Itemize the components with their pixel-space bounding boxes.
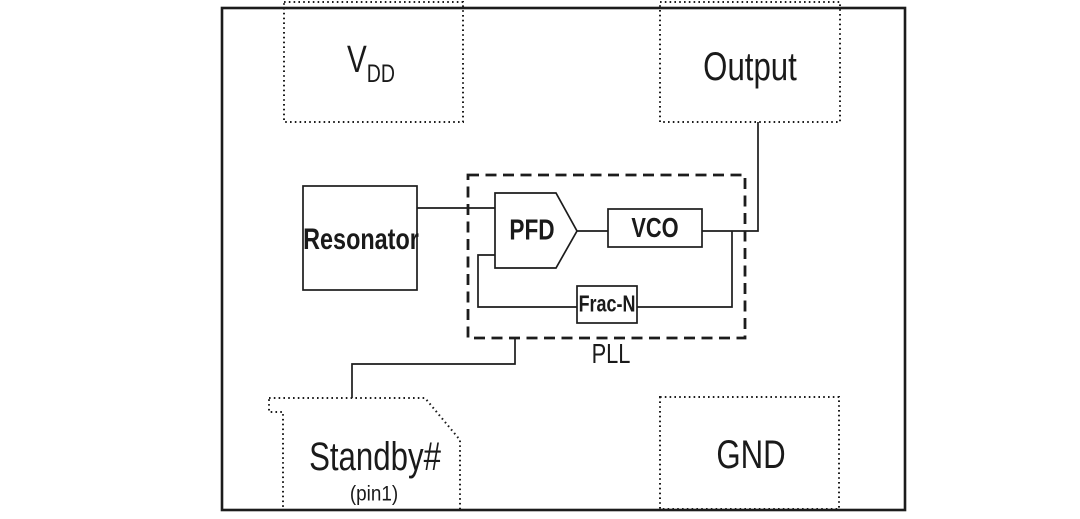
standby-pin1-note: (pin1) xyxy=(349,482,399,506)
gnd-pad-box xyxy=(659,396,840,510)
gnd-pad-label: GND xyxy=(716,433,786,477)
wire-fracn-to-pfd-feedback xyxy=(477,254,577,308)
output-pad-label: Output xyxy=(703,45,797,89)
wire-vco-to-fracn-feedback xyxy=(637,231,733,308)
standby-pad-label: Standby# xyxy=(309,435,441,479)
vdd-label-main: V xyxy=(347,39,367,81)
vdd-label-subscript: DD xyxy=(366,60,395,88)
pfd-block-label: PFD xyxy=(509,214,555,247)
output-pad-box xyxy=(659,1,841,123)
chip-outline xyxy=(220,6,907,512)
vdd-pad-label: VDD xyxy=(347,41,395,87)
standby-pad-shape xyxy=(268,397,461,511)
fracn-block-label: Frac-N xyxy=(578,290,636,317)
resonator-box xyxy=(302,185,418,291)
wire-vco-to-output xyxy=(702,122,759,232)
fracn-box xyxy=(576,285,638,324)
pll-dashed-box xyxy=(466,173,747,340)
resonator-block-label: Resonator xyxy=(303,223,419,256)
pll-group-label: PLL xyxy=(591,338,631,369)
vco-block-label: VCO xyxy=(631,212,679,243)
vco-box xyxy=(607,208,703,248)
wire-pll-to-standby xyxy=(351,338,516,398)
vdd-pad-box xyxy=(283,1,464,123)
